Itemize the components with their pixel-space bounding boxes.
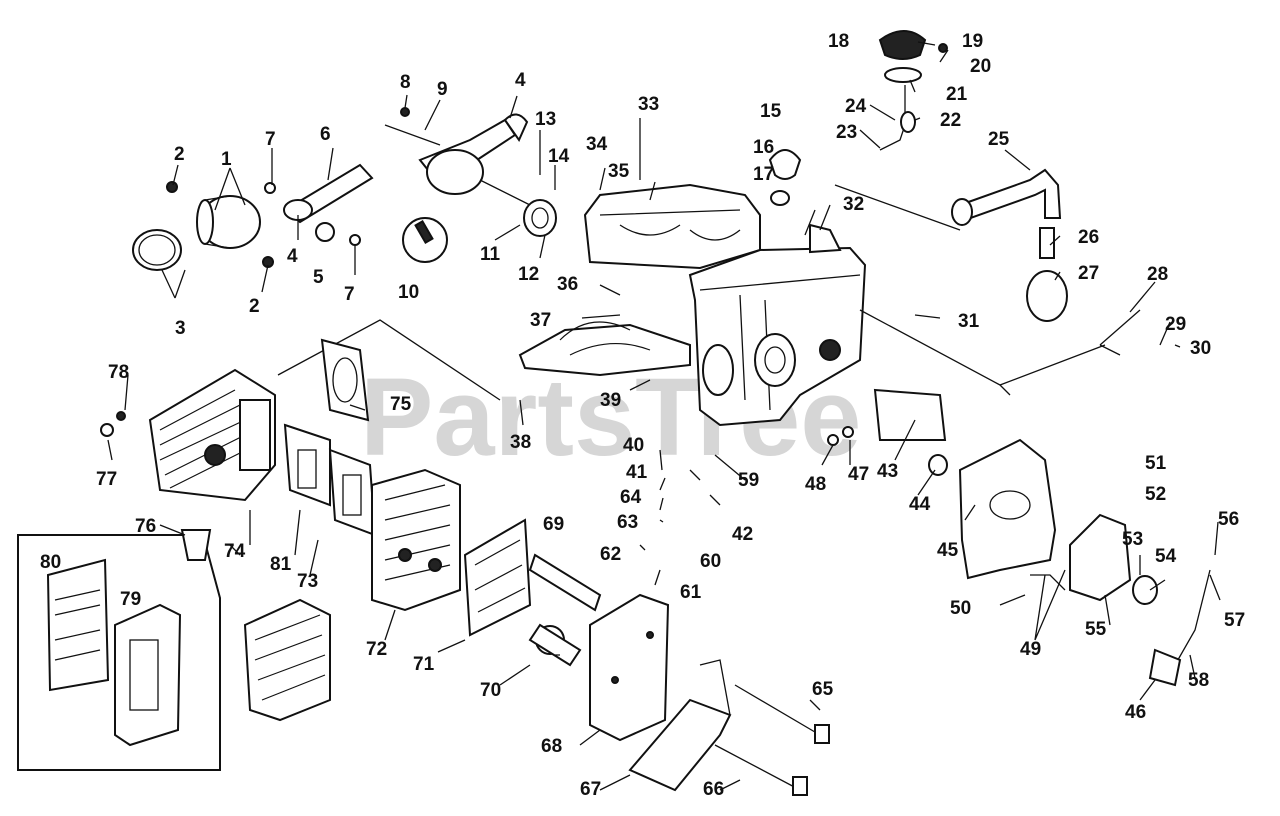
callout-74: 74 xyxy=(224,541,246,562)
callout-5: 5 xyxy=(313,267,324,288)
callout-23: 23 xyxy=(836,122,857,143)
callout-22: 22 xyxy=(940,110,961,131)
callout-9: 9 xyxy=(437,79,448,100)
callout-80: 80 xyxy=(40,552,61,573)
callout-45: 45 xyxy=(937,540,959,561)
callout-60: 60 xyxy=(700,551,721,572)
callout-48: 48 xyxy=(805,474,826,495)
callout-28: 28 xyxy=(1147,264,1168,285)
callout-78: 78 xyxy=(108,362,129,383)
callout-71: 71 xyxy=(413,654,435,675)
callout-50: 50 xyxy=(950,598,971,619)
callout-43: 43 xyxy=(877,461,898,482)
callout-8: 8 xyxy=(400,72,411,93)
callout-38: 38 xyxy=(510,432,531,453)
callout-29: 29 xyxy=(1165,314,1186,335)
callout-4: 4 xyxy=(515,70,526,91)
callout-58: 58 xyxy=(1188,670,1209,691)
callout-62: 62 xyxy=(600,544,621,565)
callout-2: 2 xyxy=(174,144,185,165)
callout-55: 55 xyxy=(1085,619,1107,640)
callout-75: 75 xyxy=(390,394,412,415)
callout-77: 77 xyxy=(96,469,117,490)
callout-65: 65 xyxy=(812,679,834,700)
callout-47: 47 xyxy=(848,464,869,485)
callout-68: 68 xyxy=(541,736,562,757)
callout-42: 42 xyxy=(732,524,753,545)
callout-30: 30 xyxy=(1190,338,1211,359)
callout-7: 7 xyxy=(265,129,276,150)
callout-1: 1 xyxy=(221,149,232,170)
callout-2: 2 xyxy=(249,296,260,317)
callout-10: 10 xyxy=(398,282,419,303)
fuel-cap-assembly xyxy=(878,30,948,151)
callout-72: 72 xyxy=(366,639,387,660)
callout-61: 61 xyxy=(680,582,702,603)
callout-37: 37 xyxy=(530,310,551,331)
callout-53: 53 xyxy=(1122,529,1143,550)
callout-39: 39 xyxy=(600,390,621,411)
callout-21: 21 xyxy=(946,84,968,105)
callout-34: 34 xyxy=(586,134,608,155)
callout-4: 4 xyxy=(287,246,298,267)
callout-70: 70 xyxy=(480,680,501,701)
callout-33: 33 xyxy=(638,94,659,115)
callout-18: 18 xyxy=(828,31,849,52)
callout-76: 76 xyxy=(135,516,156,537)
callout-11: 11 xyxy=(480,244,501,265)
callout-12: 12 xyxy=(518,264,539,285)
callout-64: 64 xyxy=(620,487,642,508)
callout-20: 20 xyxy=(970,56,991,77)
callout-79: 79 xyxy=(120,589,141,610)
callout-69: 69 xyxy=(543,514,564,535)
callout-35: 35 xyxy=(608,161,630,182)
callout-63: 63 xyxy=(617,512,638,533)
brake-cover xyxy=(827,388,1211,687)
callout-17: 17 xyxy=(753,164,774,185)
callout-57: 57 xyxy=(1224,610,1245,631)
handle-assembly xyxy=(834,168,1141,396)
callout-56: 56 xyxy=(1218,509,1239,530)
piston-assembly xyxy=(132,181,274,271)
callout-labels: 1 2 2 3 4 4 5 6 7 7 8 9 10 11 12 13 14 1… xyxy=(40,31,1245,800)
callout-7: 7 xyxy=(344,284,355,305)
muffler xyxy=(371,468,602,667)
callout-31: 31 xyxy=(958,311,980,332)
callout-81: 81 xyxy=(270,554,292,575)
callout-16: 16 xyxy=(753,137,774,158)
callout-25: 25 xyxy=(988,129,1010,150)
callout-44: 44 xyxy=(909,494,931,515)
callout-26: 26 xyxy=(1078,227,1099,248)
muffler-shield xyxy=(589,593,830,796)
callout-59: 59 xyxy=(738,470,759,491)
callout-52: 52 xyxy=(1145,484,1166,505)
cylinder xyxy=(100,319,501,502)
callout-67: 67 xyxy=(580,779,601,800)
callout-54: 54 xyxy=(1155,546,1177,567)
callout-41: 41 xyxy=(626,462,648,483)
callout-49: 49 xyxy=(1020,639,1041,660)
callout-3: 3 xyxy=(175,318,186,339)
callout-46: 46 xyxy=(1125,702,1146,723)
callout-73: 73 xyxy=(297,571,318,592)
inset-frame xyxy=(17,534,221,771)
callout-19: 19 xyxy=(962,31,983,52)
callout-24: 24 xyxy=(845,96,867,117)
callout-40: 40 xyxy=(623,435,644,456)
callout-14: 14 xyxy=(548,146,570,167)
leader-lines xyxy=(107,41,1221,791)
callout-27: 27 xyxy=(1078,263,1099,284)
callout-36: 36 xyxy=(557,274,578,295)
callout-51: 51 xyxy=(1145,453,1167,474)
crankcase xyxy=(518,149,867,427)
callout-6: 6 xyxy=(320,124,331,145)
callout-66: 66 xyxy=(703,779,724,800)
callout-15: 15 xyxy=(760,101,782,122)
inset-parts xyxy=(46,529,331,747)
callout-13: 13 xyxy=(535,109,556,130)
crank-assembly xyxy=(264,107,557,263)
callout-32: 32 xyxy=(843,194,864,215)
